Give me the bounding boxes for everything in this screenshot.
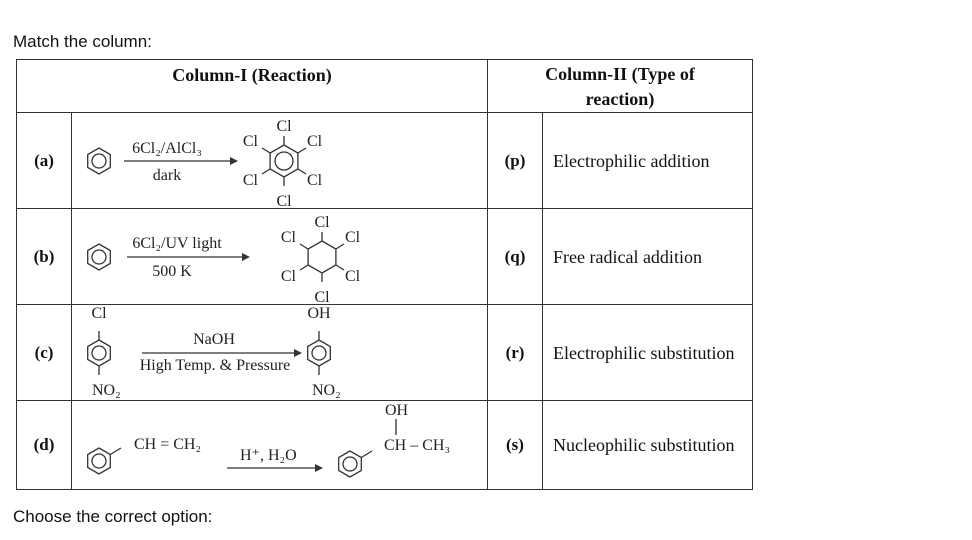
reaction-b-scheme: 6Cl₂/UV light 500 K Cl Cl Cl Cl	[87, 214, 361, 306]
table-row: (c) Cl NO₂ NaOH High Temp. & Pressure	[16, 304, 753, 401]
reaction-b: 6Cl₂/UV light 500 K Cl Cl Cl Cl	[71, 208, 488, 306]
svg-text:Cl: Cl	[276, 118, 292, 135]
product-bottom: NO₂	[312, 382, 341, 399]
row-label-d: (d)	[16, 400, 72, 490]
table-row: (a) 6Cl₂/AlCl₃ dark	[16, 112, 753, 210]
question-prompt: Match the column:	[13, 32, 152, 51]
reagent-top: NaOH	[193, 331, 235, 348]
reagent-bottom: 500 K	[152, 263, 192, 280]
hexachlorocyclohexane-icon	[299, 232, 345, 282]
product-sub: CH – CH₃	[384, 437, 450, 454]
row-label-b: (b)	[16, 208, 72, 305]
reactant-bottom: NO₂	[92, 382, 121, 399]
styrene-icon	[87, 447, 122, 475]
match-label-q: (q)	[487, 208, 543, 305]
reactant-sub: CH = CH₂	[134, 436, 201, 453]
svg-text:Cl: Cl	[276, 193, 292, 210]
match-label-r: (r)	[487, 304, 543, 401]
column-1-header: Column-I (Reaction)	[16, 59, 488, 113]
svg-text:Cl: Cl	[314, 289, 330, 306]
match-text-p: Electrophilic addition	[542, 112, 753, 209]
svg-text:Cl: Cl	[307, 172, 323, 189]
reaction-a: 6Cl₂/AlCl₃ dark Cl Cl Cl Cl	[71, 112, 488, 210]
reagent-bottom: High Temp. & Pressure	[140, 357, 291, 374]
svg-text:Cl: Cl	[345, 268, 361, 285]
reagent-bottom: dark	[153, 167, 181, 184]
svg-text:Cl: Cl	[345, 229, 361, 246]
product-top: OH	[307, 305, 331, 322]
row-label-a: (a)	[16, 112, 72, 209]
table-row: (d) CH = CH₂ H⁺, H₂O OH CH	[16, 400, 753, 490]
match-text-r: Electrophilic substitution	[542, 304, 753, 401]
reactant-top: Cl	[91, 305, 107, 322]
match-label-p: (p)	[487, 112, 543, 209]
svg-text:Cl: Cl	[281, 268, 297, 285]
alcohol-product-icon	[338, 450, 373, 478]
product-top: OH	[385, 402, 409, 419]
reaction-a-scheme: 6Cl₂/AlCl₃ dark Cl Cl Cl Cl	[87, 118, 323, 210]
instruction-text: Choose the correct option:	[13, 507, 213, 526]
reagent-top: H⁺, H₂O	[240, 447, 297, 464]
benzene-icon	[87, 147, 111, 175]
match-text-s: Nucleophilic substitution	[542, 400, 753, 490]
table-row: (b) 6Cl₂/UV light 500 K	[16, 208, 753, 306]
svg-text:Cl: Cl	[314, 214, 330, 231]
svg-text:Cl: Cl	[281, 229, 297, 246]
match-label-s: (s)	[487, 400, 543, 490]
chloronitrobenzene-icon	[87, 331, 111, 375]
svg-text:Cl: Cl	[307, 133, 323, 150]
reagent-top: 6Cl₂/AlCl₃	[132, 140, 202, 157]
svg-text:Cl: Cl	[243, 172, 259, 189]
svg-text:Cl: Cl	[243, 133, 259, 150]
nitrophenol-icon	[307, 331, 331, 375]
match-table: Column-I (Reaction) Column-II (Type of r…	[16, 59, 753, 490]
reagent-top: 6Cl₂/UV light	[132, 235, 222, 252]
benzene-icon	[87, 243, 111, 271]
match-text-q: Free radical addition	[542, 208, 753, 305]
column-2-header: Column-II (Type of reaction)	[487, 59, 753, 113]
reaction-d: CH = CH₂ H⁺, H₂O OH CH – CH₃	[71, 400, 488, 490]
row-label-c: (c)	[16, 304, 72, 401]
reaction-c: Cl NO₂ NaOH High Temp. & Pressure OH NO₂	[71, 304, 488, 401]
reaction-d-scheme: CH = CH₂ H⁺, H₂O OH CH – CH₃	[87, 402, 450, 478]
hexachlorobenzene-icon	[261, 136, 307, 186]
reaction-c-scheme: Cl NO₂ NaOH High Temp. & Pressure OH NO₂	[87, 305, 341, 399]
